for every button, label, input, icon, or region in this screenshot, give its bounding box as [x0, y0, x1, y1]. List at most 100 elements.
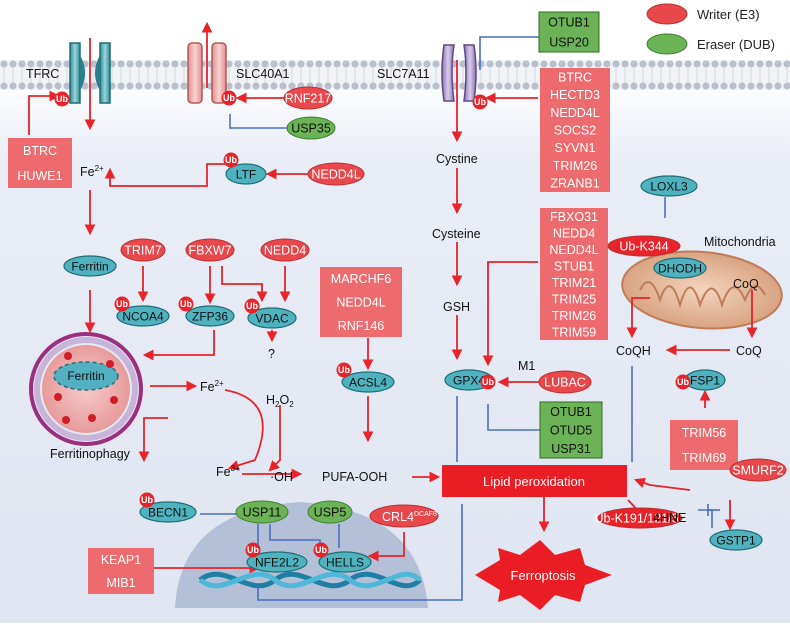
trim7-pill-label: TRIM7 [124, 244, 162, 258]
slc7a11-writers-box-label-0: BTRC [558, 70, 592, 84]
vdac-node-label: VDAC [255, 312, 289, 326]
zfp36-node-label: ZFP36 [192, 310, 228, 324]
legend: Writer (E3) Eraser (DUB) [646, 3, 775, 55]
ferritin-node-label: Ferritin [71, 260, 108, 274]
lipid-peroxidation-box [442, 465, 627, 497]
rnf217-pill-label: RNF217 [285, 92, 332, 106]
undefined [487, 404, 540, 431]
rnf217-pill [283, 86, 333, 110]
ub-zfp36-label: Ub [180, 299, 192, 309]
fbxw7-to-vdac [221, 266, 268, 303]
acsl4-writers-box-label-0: MARCHF6 [331, 272, 391, 286]
h2o2-to-oh [268, 405, 281, 472]
tfrc-label: TFRC [26, 67, 59, 81]
fbxw7-pill [185, 238, 235, 262]
slc7a11-writers-box-label-3: SOCS2 [554, 124, 596, 138]
ub-fsp1 [675, 374, 691, 390]
ub-k344-pill-label: Ub-K344 [619, 240, 668, 254]
coqh-label: CoQH [616, 344, 651, 358]
acsl4-node-label: ACSL4 [349, 376, 387, 390]
crl4-label: CRL4DCAF8 [382, 510, 437, 524]
fe2-to-fe3 [224, 389, 264, 471]
ub-vdac [244, 298, 260, 314]
fe2-top-label: Fe2+ [80, 164, 104, 179]
ub-fsp1-label: Ub [677, 377, 689, 387]
plasma-membrane [0, 60, 790, 90]
ub-slc7a11-label: Ub [474, 97, 486, 107]
usp5-pill [307, 500, 353, 524]
fsp1-node-label: FSP1 [690, 374, 720, 388]
vesicle-becn1 [138, 417, 168, 463]
smurf2-pill-label: SMURF2 [732, 464, 783, 478]
slc7a11-writers-box-label-6: ZRANB1 [550, 177, 599, 191]
undefined [479, 36, 539, 70]
keap1-mib1-box [88, 548, 154, 594]
usp11-pill [235, 500, 289, 524]
ub-slc40a1 [221, 90, 237, 106]
slc40a1-transporter [187, 42, 227, 104]
question-label: ? [268, 347, 275, 361]
fe2-mid-label: Fe2+ [200, 379, 224, 394]
gpx4-node-label: GPX4 [453, 374, 485, 388]
ferritinophagy-label: Ferritinophagy [50, 447, 131, 461]
ub-zfp36 [178, 296, 194, 312]
gstp1-node [709, 529, 763, 551]
slc40a1-label: SLC40A1 [236, 67, 290, 81]
vesicle-ferritin-label: Ferritin [67, 369, 104, 383]
activation-arrows [28, 21, 758, 574]
gpx4-writers-box-label-5: TRIM25 [552, 292, 597, 306]
ferritinophagy-vesicle [29, 332, 143, 446]
ub-gpx4 [480, 374, 496, 390]
lubac-pill [538, 370, 592, 394]
gpx4-erasers-box [539, 401, 603, 459]
fsp1-writers-box [670, 420, 738, 470]
ub-acsl4 [336, 362, 352, 378]
ltf-to-fe [104, 163, 225, 187]
usp5-pill-label: USP5 [314, 506, 347, 520]
gpx4-writers-box-label-1: NEDD4 [553, 226, 595, 240]
btrc-huwe1-box-label-0: BTRC [23, 144, 57, 158]
slc7a11-writers-box-label-2: NEDD4L [550, 106, 599, 120]
legend-eraser-swatch [646, 33, 688, 55]
gpx4-e3-arrow [482, 261, 538, 367]
ub-hells [313, 542, 329, 558]
hne-lipid-loop [633, 477, 691, 491]
gpx4-erasers-box-label-2: USP31 [551, 442, 591, 456]
ub-becn1 [139, 492, 155, 508]
btrc-to-tfrc [28, 90, 61, 135]
gsh-label: GSH [443, 300, 470, 314]
lubac-pill-label: LUBAC [544, 376, 586, 390]
slc7a11-writers-box-label-5: TRIM26 [553, 159, 598, 173]
mitochondria-label: Mitochondria [704, 235, 776, 249]
fsp1-writers-box-label-1: TRIM69 [682, 451, 727, 465]
smurf2-pill [729, 458, 787, 482]
ub-hells-label: Ub [315, 545, 327, 555]
acsl4-writers-box-label-2: RNF146 [338, 319, 385, 333]
ferritin-node [63, 255, 117, 277]
gpx4-writers-box-label-6: TRIM26 [552, 309, 597, 323]
cytoplasm [0, 76, 790, 623]
hne-label: 4HNE [653, 511, 686, 525]
slc7a11-transporter [441, 44, 477, 102]
hells-node [318, 551, 372, 573]
ub-nfe2l2 [245, 542, 261, 558]
cystine-label: Cystine [436, 152, 478, 166]
ub-vdac-label: Ub [246, 301, 258, 311]
ub-ncoa4 [114, 296, 130, 312]
becn1-node [139, 501, 197, 523]
usp35-pill-label: USP35 [291, 122, 331, 136]
m1-label: M1 [518, 359, 535, 373]
ub-gpx4-label: Ub [482, 377, 494, 387]
gpx4-writers-box-label-0: FBXO31 [550, 210, 598, 224]
ltf-node-label: LTF [236, 168, 256, 182]
ub-ltf [223, 152, 239, 168]
otub1-usp20-box [538, 11, 600, 53]
gpx4-erasers-box-label-1: OTUD5 [550, 424, 592, 438]
usp35-pill [286, 116, 336, 140]
ub-acsl4-label: Ub [338, 365, 350, 375]
ferroptosis-burst [475, 540, 612, 610]
zfp36-to-vesicle [142, 330, 215, 361]
ub-slc7a11 [472, 94, 488, 110]
